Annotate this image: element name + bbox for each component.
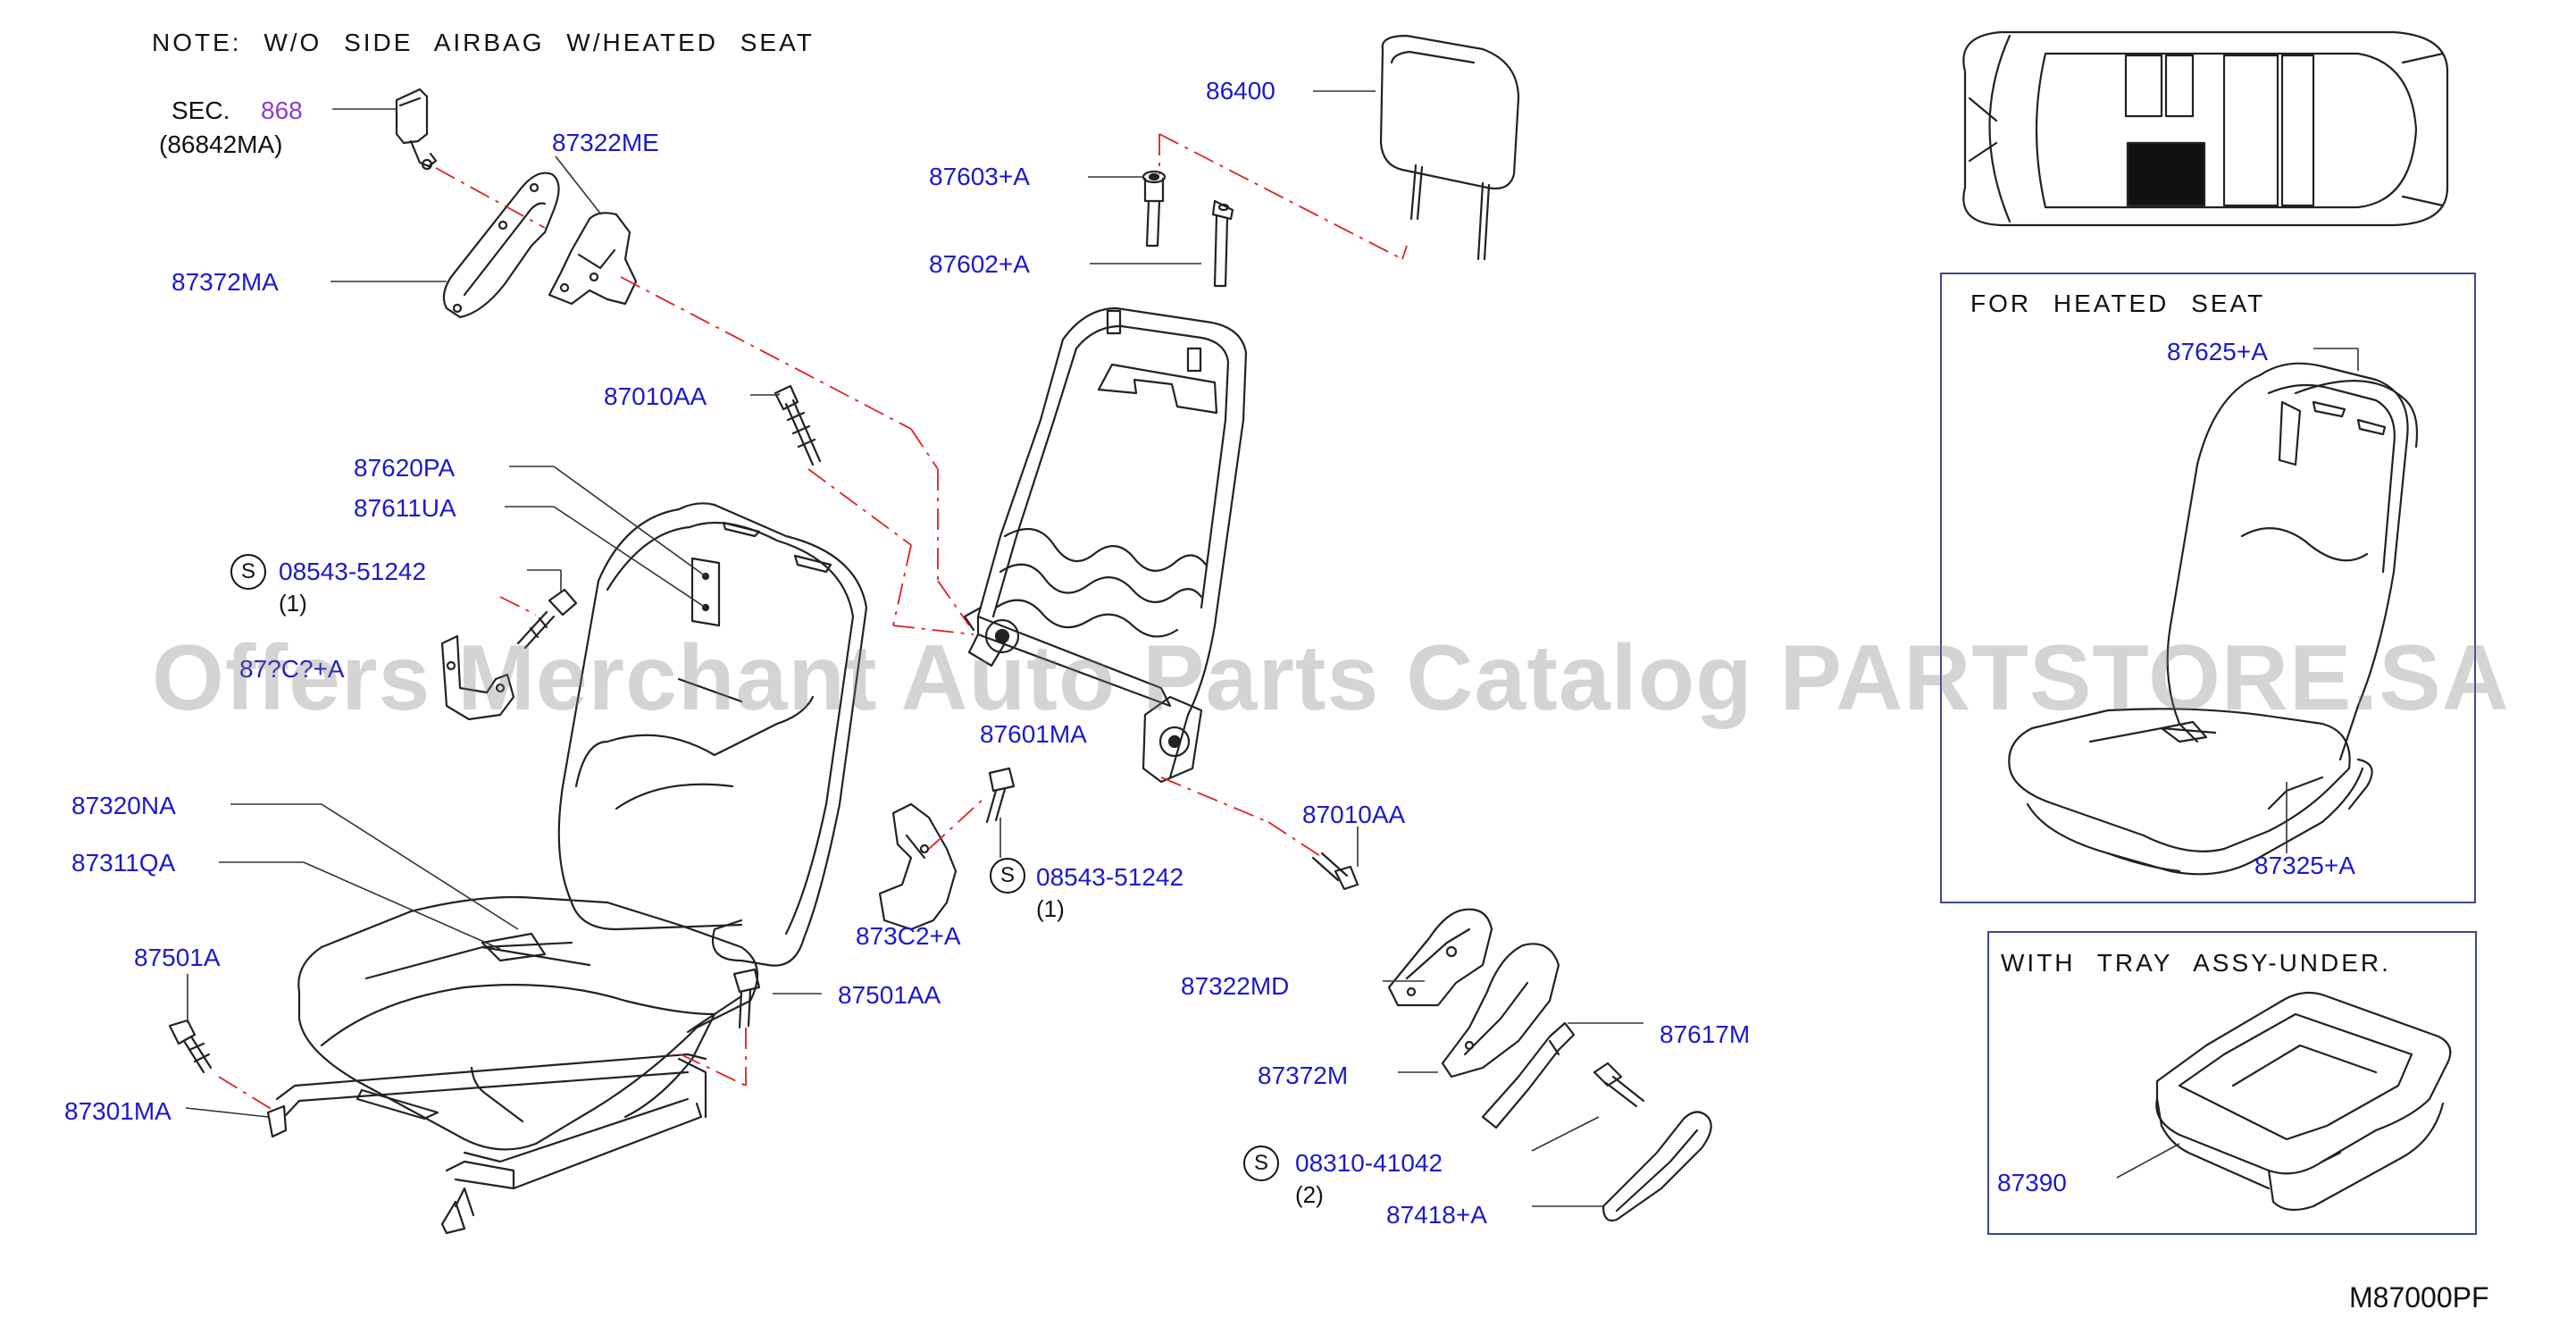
bracket-873c2-drawing bbox=[878, 802, 958, 931]
tray-drawing bbox=[2155, 991, 2452, 1212]
label-87322me[interactable]: 87322ME bbox=[552, 129, 659, 156]
label-87390[interactable]: 87390 bbox=[1997, 1169, 2067, 1196]
heated-seat-inset bbox=[1940, 273, 2476, 903]
cover-87372m-drawing bbox=[1441, 943, 1560, 1078]
heated-seat-title: FOR HEATED SEAT bbox=[1970, 290, 2266, 317]
label-87311qa[interactable]: 87311QA bbox=[71, 849, 176, 877]
label-873c2[interactable]: 873C2+A bbox=[856, 922, 961, 950]
seat-rails-drawing bbox=[266, 1053, 707, 1235]
label-hidden-part[interactable]: 87?C?+A bbox=[239, 655, 345, 683]
label-87501a[interactable]: 87501A bbox=[134, 944, 221, 971]
cover-87372ma-drawing bbox=[442, 172, 560, 319]
label-87620pa[interactable]: 87620PA bbox=[354, 454, 456, 482]
label-86400[interactable]: 86400 bbox=[1206, 77, 1275, 105]
screw-symbol-2: S bbox=[990, 858, 1025, 894]
sec-sub: (86842MA) bbox=[159, 130, 283, 158]
bolts-drawing bbox=[168, 384, 1645, 1108]
label-87322md[interactable]: 87322MD bbox=[1181, 972, 1290, 1000]
seat-cushion-drawing bbox=[297, 895, 759, 1151]
label-87602[interactable]: 87602+A bbox=[929, 250, 1030, 278]
label-87301ma[interactable]: 87301MA bbox=[64, 1097, 171, 1125]
car-top-view-drawing bbox=[1962, 30, 2449, 227]
tray-inset bbox=[1987, 931, 2477, 1235]
cover-87322md-drawing bbox=[1387, 908, 1493, 1007]
label-screw-2[interactable]: 08543-51242 bbox=[1036, 863, 1184, 891]
label-87501aa[interactable]: 87501AA bbox=[838, 981, 941, 1009]
lever-87617m-drawing bbox=[1481, 1021, 1576, 1129]
watermark: Offers Merchant Auto Parts Catalog PARTS… bbox=[152, 626, 2510, 730]
seat-back-drawing bbox=[557, 502, 868, 967]
red-chain-lines bbox=[218, 133, 1408, 1111]
cover-87322me-drawing bbox=[548, 212, 638, 306]
label-87010aa-top[interactable]: 87010AA bbox=[604, 382, 707, 410]
label-87325[interactable]: 87325+A bbox=[2254, 852, 2355, 879]
screw-symbol-1: S bbox=[230, 554, 266, 590]
label-screw-3[interactable]: 08310-41042 bbox=[1295, 1149, 1443, 1177]
label-87625[interactable]: 87625+A bbox=[2167, 338, 2268, 365]
label-87010aa-right[interactable]: 87010AA bbox=[1302, 801, 1406, 828]
headrest-guides-drawing bbox=[1142, 170, 1234, 288]
qty-screw-3: (2) bbox=[1295, 1181, 1324, 1208]
diagram-note: NOTE: W/O SIDE AIRBAG W/HEATED SEAT bbox=[152, 29, 815, 56]
screw-symbol-3: S bbox=[1243, 1146, 1279, 1181]
leader-lines bbox=[185, 90, 2359, 1207]
label-87418[interactable]: 87418+A bbox=[1386, 1201, 1487, 1229]
label-87320na[interactable]: 87320NA bbox=[71, 792, 176, 819]
label-87603[interactable]: 87603+A bbox=[929, 163, 1030, 190]
label-87611ua[interactable]: 87611UA bbox=[354, 494, 456, 522]
knob-87418-drawing bbox=[1602, 1111, 1712, 1222]
qty-screw-1: (1) bbox=[279, 590, 307, 617]
diagram-code: M87000PF bbox=[2349, 1281, 2489, 1313]
label-87601ma[interactable]: 87601MA bbox=[980, 720, 1087, 748]
bracket-left-drawing bbox=[440, 634, 515, 721]
qty-screw-2: (1) bbox=[1036, 895, 1065, 922]
sec-prefix: SEC. bbox=[171, 97, 230, 124]
tray-title: WITH TRAY ASSY-UNDER. bbox=[2001, 949, 2391, 977]
label-87372ma[interactable]: 87372MA bbox=[171, 268, 279, 296]
seat-frame-drawing bbox=[963, 306, 1248, 784]
heated-seat-drawing bbox=[2008, 362, 2419, 876]
headrest-drawing bbox=[1379, 34, 1520, 261]
label-screw-1[interactable]: 08543-51242 bbox=[279, 558, 427, 585]
label-87617m[interactable]: 87617M bbox=[1660, 1020, 1751, 1048]
buckle-drawing bbox=[395, 88, 438, 171]
label-87372m[interactable]: 87372M bbox=[1258, 1062, 1349, 1089]
sec-ref-link[interactable]: 868 bbox=[261, 97, 303, 124]
